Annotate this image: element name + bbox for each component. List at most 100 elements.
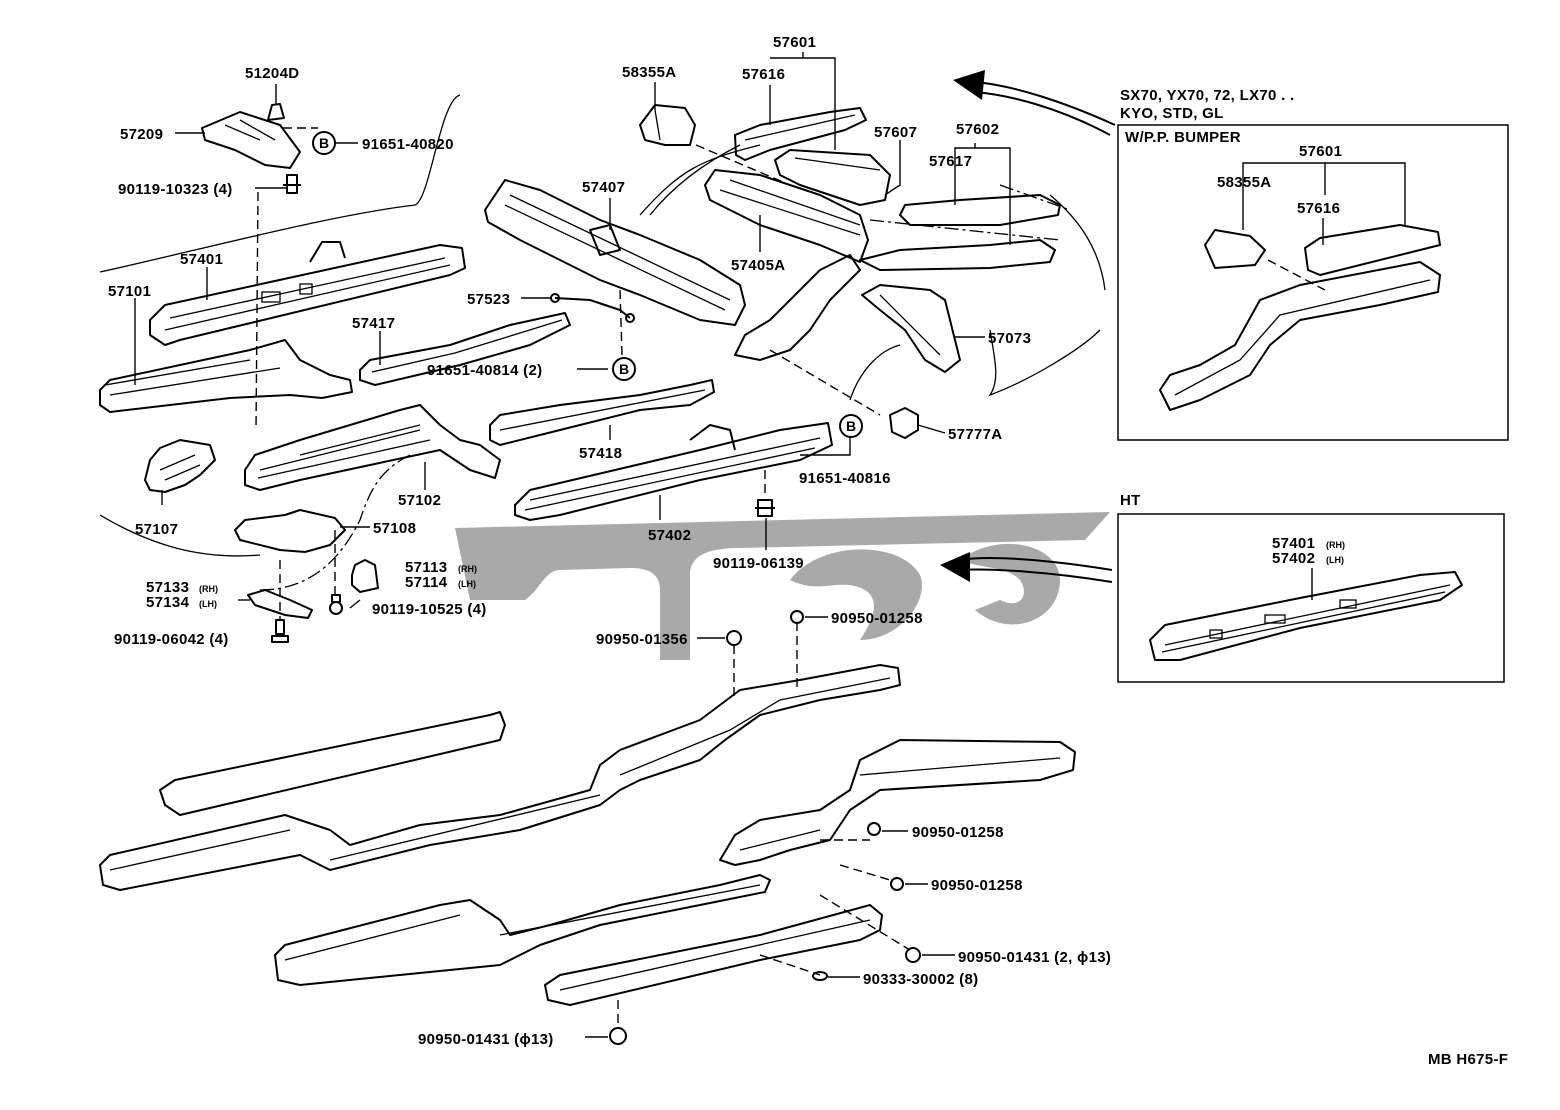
- label-57418: 57418: [579, 445, 622, 462]
- part-57107-shape: [144, 439, 216, 493]
- label-57616: 57616: [742, 66, 785, 83]
- body-outline: [99, 94, 1106, 557]
- inset-ht: HT 57401 (RH) 57402 (LH): [1117, 492, 1505, 683]
- label-57523: 57523: [467, 291, 510, 308]
- label-90950-01431: 90950-01431 (ϕ13): [418, 1031, 554, 1048]
- grommets-shape: [609, 610, 921, 1045]
- label-57401: 57401: [180, 251, 223, 268]
- part-57108-shape: [234, 509, 346, 553]
- label-57114-side: (LH): [458, 579, 476, 589]
- svg-text:B: B: [846, 418, 856, 434]
- label-90119-06042: 90119-06042 (4): [114, 631, 229, 648]
- label-90950-01258-top: 90950-01258: [831, 610, 923, 627]
- part-floor-side-left-shape: [159, 711, 506, 816]
- label-90950-01258-mid: 90950-01258: [912, 824, 1004, 841]
- label-57209: 57209: [120, 126, 163, 143]
- label-57101: 57101: [108, 283, 151, 300]
- label-57114: 57114: [405, 574, 448, 591]
- inset-models-line1: SX70, YX70, 72, LX70 . .: [1120, 87, 1295, 104]
- inset-ht-label-57401: 57401: [1272, 535, 1315, 552]
- label-57133: 57133: [146, 579, 189, 596]
- inset-frame: [1117, 124, 1509, 441]
- leader-lines: [134, 52, 1011, 1038]
- label-57073: 57073: [988, 330, 1031, 347]
- part-58355A-shape: [639, 104, 696, 146]
- label-57134-side: (LH): [199, 599, 217, 609]
- part-rear-side-member-shape: [99, 664, 901, 891]
- label-57102: 57102: [398, 492, 441, 509]
- part-center-member-shape: [274, 874, 771, 986]
- inset-models-line2: KYO, STD, GL: [1120, 105, 1224, 122]
- label-90950-01356: 90950-01356: [596, 631, 688, 648]
- inset-condition: W/P.P. BUMPER: [1125, 129, 1241, 146]
- inset-label-57601: 57601: [1299, 143, 1342, 160]
- label-57607: 57607: [874, 124, 917, 141]
- label-57617: 57617: [929, 153, 972, 170]
- svg-text:B: B: [619, 361, 629, 377]
- bolt-90119-10525-shape: [329, 594, 343, 615]
- part-57607-shape: [774, 149, 891, 206]
- part-57616-shape: [734, 107, 867, 161]
- part-57133-shape: [247, 589, 313, 619]
- label-57405A: 57405A: [731, 257, 785, 274]
- label-57108: 57108: [373, 520, 416, 537]
- inset-pp-bumper: SX70, YX70, 72, LX70 . . KYO, STD, GL W/…: [1117, 87, 1509, 441]
- label-57107: 57107: [135, 521, 178, 538]
- part-57101-shape: [99, 339, 353, 413]
- part-57777A-shape: [889, 407, 919, 439]
- svg-text:B: B: [319, 135, 329, 151]
- part-57102-shape: [244, 404, 501, 491]
- label-57407: 57407: [582, 179, 625, 196]
- part-57209-shape: [201, 111, 301, 169]
- label-91651-40816: 91651-40816: [799, 470, 891, 487]
- inset-arrows: [940, 70, 1116, 583]
- part-57417-shape: [359, 312, 571, 386]
- label-57402: 57402: [648, 527, 691, 544]
- label-57777A: 57777A: [948, 426, 1002, 443]
- part-57523-shape: [550, 293, 635, 323]
- label-90950-01258-low: 90950-01258: [931, 877, 1023, 894]
- part-57405A-shape: [704, 169, 869, 361]
- bolt-90119-10323-shape: [283, 174, 301, 194]
- label-57134: 57134: [146, 594, 190, 611]
- inset-ht-heading: HT: [1120, 492, 1141, 509]
- part-floor-crossmember-shape: [719, 739, 1076, 866]
- bolt-90119-06042-shape: [271, 619, 289, 643]
- label-90950-01431-two: 90950-01431 (2, ϕ13): [958, 949, 1111, 966]
- sheet-code: MB H675-F: [1428, 1051, 1508, 1068]
- inset-ht-label-57402-side: (LH): [1326, 555, 1344, 565]
- assembly-dashes: [255, 127, 1071, 1028]
- label-90119-10323: 90119-10323 (4): [118, 181, 233, 198]
- part-57401-shape: [149, 241, 466, 346]
- part-57602-shape: [859, 194, 1061, 271]
- inset-ht-frame: [1117, 513, 1505, 683]
- label-57113-side: (RH): [458, 564, 477, 574]
- fastener-bubble-91651-40816: B: [839, 414, 863, 438]
- label-58355A: 58355A: [622, 64, 676, 81]
- part-rocker-panel-shape: [544, 904, 883, 1006]
- part-57113-shape: [351, 559, 379, 593]
- label-57601: 57601: [773, 34, 816, 51]
- part-57402-shape: [514, 422, 833, 521]
- label-90333-30002: 90333-30002 (8): [863, 971, 978, 988]
- label-57417: 57417: [352, 315, 395, 332]
- part-57418-shape: [489, 379, 715, 446]
- label-91651-40814: 91651-40814 (2): [427, 362, 542, 379]
- label-90119-10525: 90119-10525 (4): [372, 601, 487, 618]
- bolt-90119-06139-shape: [755, 499, 775, 517]
- label-90119-06139: 90119-06139: [713, 555, 804, 572]
- watermark-logo: [455, 512, 1110, 660]
- part-57073-shape: [861, 284, 961, 373]
- label-57113: 57113: [405, 559, 447, 576]
- label-57133-side: (RH): [199, 584, 218, 594]
- inset-ht-label-57402: 57402: [1272, 550, 1315, 567]
- part-labels: 51204D 57209 91651-40820 90119-10323 (4)…: [108, 34, 1508, 1068]
- inset-ht-label-57401-side: (RH): [1326, 540, 1345, 550]
- label-91651-40820: 91651-40820: [362, 136, 454, 153]
- fastener-bubble-91651-40820: B: [312, 131, 336, 155]
- fastener-bubble-91651-40814: B: [612, 357, 636, 381]
- inset-label-58355A: 58355A: [1217, 174, 1271, 191]
- part-57407-shape: [484, 179, 746, 326]
- label-51204D: 51204D: [245, 65, 299, 82]
